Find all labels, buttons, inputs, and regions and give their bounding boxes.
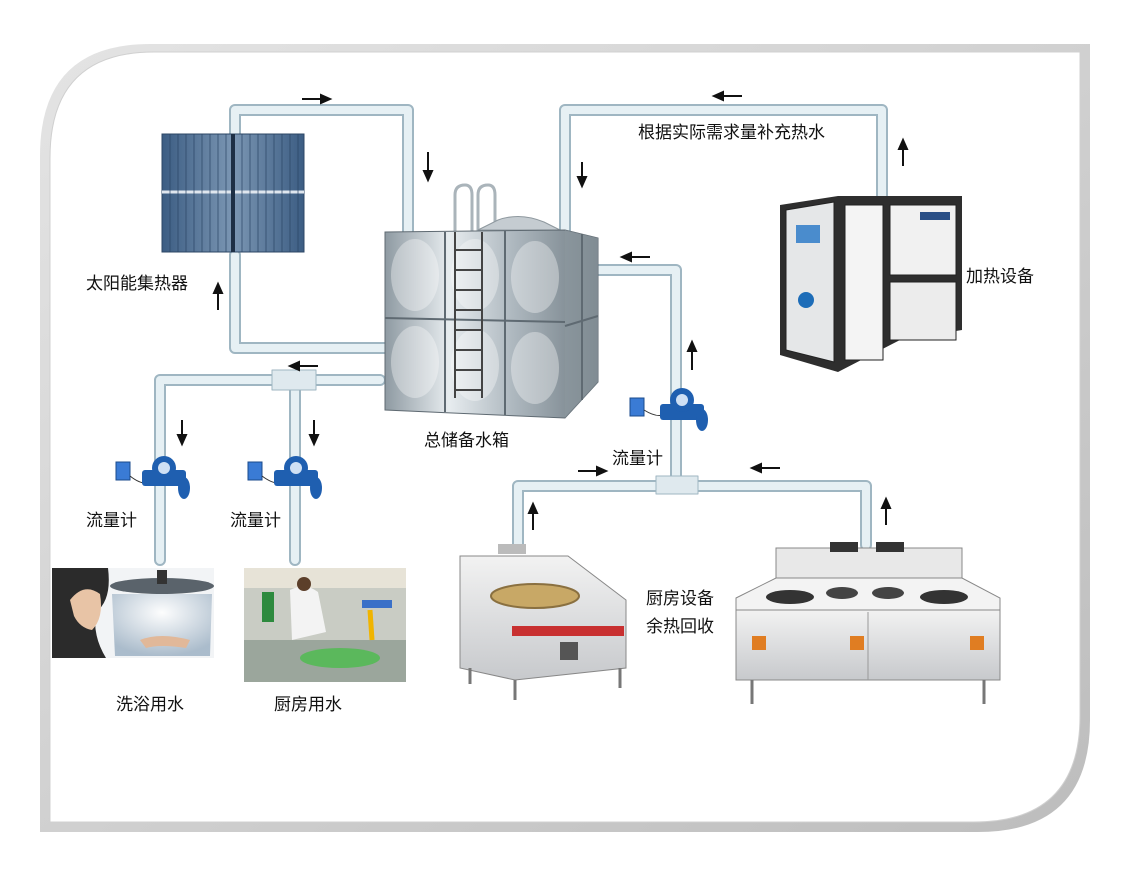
arrow-left-icon bbox=[619, 251, 650, 263]
flowmeter-middle-icon bbox=[247, 456, 322, 499]
arrow-up-icon bbox=[686, 339, 698, 370]
arrow-left-icon bbox=[711, 90, 742, 102]
bath-water-label: 洗浴用水 bbox=[116, 695, 184, 715]
arrow-up-icon bbox=[880, 496, 892, 525]
arrow-right-icon bbox=[578, 465, 609, 477]
main-tank-label: 总储备水箱 bbox=[424, 431, 509, 451]
solar-collector-icon bbox=[161, 133, 305, 253]
arrow-up-icon bbox=[527, 501, 539, 530]
shower-photo-icon bbox=[52, 568, 214, 658]
single-stove-icon bbox=[459, 544, 627, 700]
flowmeter-right-icon bbox=[629, 388, 708, 431]
flowmeter-middle-label: 流量计 bbox=[230, 511, 281, 531]
arrow-left-icon bbox=[287, 360, 318, 372]
kitchen-water-label: 厨房用水 bbox=[274, 695, 342, 715]
solar-collector-label: 太阳能集热器 bbox=[86, 274, 188, 294]
arrow-right-icon bbox=[302, 93, 333, 105]
arrow-up-icon bbox=[212, 281, 224, 310]
arrow-up-icon bbox=[897, 137, 909, 166]
kitchen-photo-icon bbox=[244, 568, 406, 682]
kitchen-equipment-label: 厨房设备 bbox=[646, 589, 714, 609]
heater-unit-icon bbox=[780, 196, 962, 372]
flowmeter-right-label: 流量计 bbox=[612, 449, 663, 469]
supplement-heat-label: 根据实际需求量补充热水 bbox=[638, 123, 825, 143]
arrow-down-icon bbox=[576, 162, 588, 189]
arrow-down-icon bbox=[176, 420, 188, 447]
flowmeter-left-label: 流量计 bbox=[86, 511, 137, 531]
flow-arrows bbox=[176, 90, 909, 530]
storage-tank-icon bbox=[384, 183, 599, 419]
heating-equipment-label: 加热设备 bbox=[966, 267, 1034, 287]
multi-stove-icon bbox=[735, 542, 1001, 704]
arrow-down-icon bbox=[308, 420, 320, 447]
flowmeter-left-icon bbox=[115, 456, 190, 499]
arrow-down-icon bbox=[422, 152, 434, 183]
waste-heat-recovery-label: 余热回收 bbox=[646, 617, 714, 637]
arrow-left-icon bbox=[749, 462, 780, 474]
